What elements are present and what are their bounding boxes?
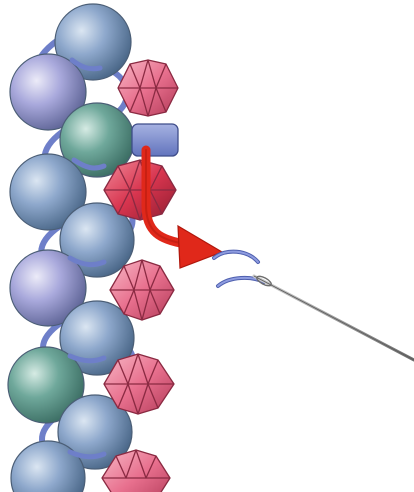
- bicone-crystal: [118, 60, 178, 116]
- working-thread: [214, 252, 264, 286]
- pearl-column: [8, 4, 134, 492]
- needle-icon: [254, 274, 414, 360]
- cube-bead: [132, 124, 178, 156]
